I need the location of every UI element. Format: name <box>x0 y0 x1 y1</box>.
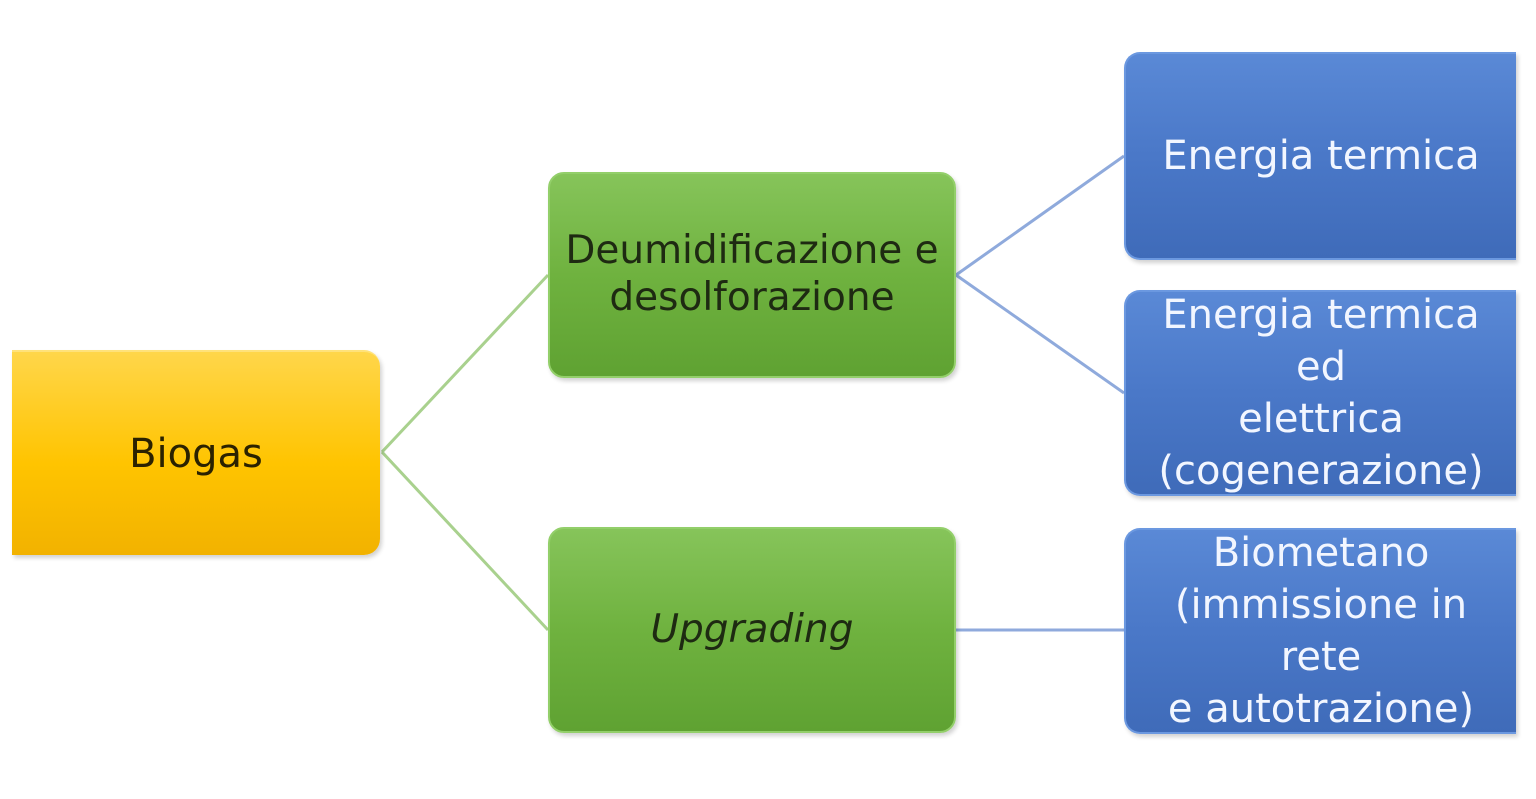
node-biometano-line-3: e autotrazione) <box>1167 686 1475 732</box>
node-cogenerazione-line-1: Energia termica ed <box>1162 292 1480 390</box>
node-deumidificazione-line-2: desolforazione <box>609 275 895 320</box>
node-biogas-label: Biogas <box>129 430 263 477</box>
connector-biogas-deumidificazione <box>380 273 550 454</box>
node-deumidificazione-line-1: Deumidificazione e <box>565 228 939 274</box>
node-deumidificazione-text: Deumidificazione e desolforazione <box>565 228 938 322</box>
node-biometano-text: Biometano (immissione in rete e autotraz… <box>1136 527 1506 735</box>
node-energia-termica-label: Energia termica <box>1162 133 1480 179</box>
connector-deumidificazione-energia-termica <box>955 154 1125 277</box>
node-upgrading: Upgrading <box>548 527 956 733</box>
node-deumidificazione-desolforazione: Deumidificazione e desolforazione <box>548 172 956 378</box>
node-cogenerazione-line-3: (cogenerazione) <box>1158 448 1484 494</box>
node-biometano: Biometano (immissione in rete e autotraz… <box>1124 528 1516 734</box>
connector-deumidificazione-cogenerazione <box>955 273 1125 395</box>
connector-biogas-upgrading <box>380 450 550 632</box>
node-energia-termica-elettrica: Energia termica ed elettrica (cogenerazi… <box>1124 290 1516 496</box>
node-cogenerazione-text: Energia termica ed elettrica (cogenerazi… <box>1136 289 1506 497</box>
node-upgrading-label: Upgrading <box>650 606 854 652</box>
node-energia-termica: Energia termica <box>1124 52 1516 260</box>
node-biometano-line-1: Biometano <box>1212 530 1430 576</box>
node-biometano-line-2: (immissione in rete <box>1174 582 1468 680</box>
node-biogas: Biogas <box>12 350 380 555</box>
node-cogenerazione-line-2: elettrica <box>1238 396 1404 442</box>
